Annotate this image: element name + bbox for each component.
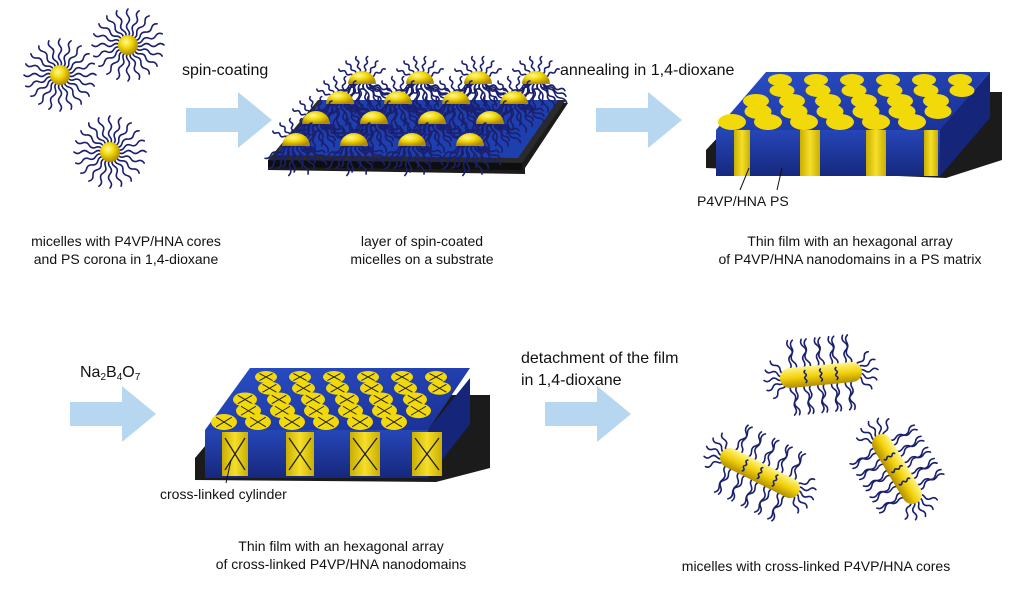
caption-micelles-start: micelles with P4VP/HNA cores and PS coro… [31,233,221,267]
arrow-crosslink [70,386,156,442]
label-annealing: annealing in 1,4-dioxane [560,62,735,79]
crosslinked-micelles [703,334,945,522]
cylindrical-micelle [849,417,945,521]
caption-spin-layer: layer of spin-coated micelles on a subst… [350,233,494,267]
label-cross-linked-cylinder: cross-linked cylinder [160,486,287,502]
cylinder-pointer [225,459,232,484]
caption-crosslinked-film: Thin film with an hexagonal array of cro… [215,538,467,572]
label-reagent: Na2B4O7 [80,364,141,383]
spin-coated-micelles [264,55,568,177]
p4vp-pointer [739,167,750,191]
thin-film-pillars [734,130,938,176]
ps-pointer [776,167,783,191]
cylindrical-micelle [703,424,817,522]
arrow-detachment [545,386,631,442]
thin-film-nanodomains [718,74,975,130]
micelle-bottom [73,115,147,189]
caption-micelles-end: micelles with cross-linked P4VP/HNA core… [681,558,951,574]
arrow-annealing [596,92,682,148]
crosslinked-cylinders [222,432,442,476]
crosslinked-nanodomains [211,371,451,430]
caption-thin-film: Thin film with an hexagonal array of P4V… [718,233,982,267]
micelle-top-right [91,8,165,82]
label-p4vp-hna: P4VP/HNA [697,193,767,209]
cylindrical-micelle [763,334,879,416]
arrow-spin-coating [186,92,272,148]
label-detachment: detachment of the film in 1,4-dioxane [521,350,679,389]
label-spin-coating: spin-coating [182,62,269,79]
micelle-top-left [23,38,97,112]
label-ps: PS [770,193,789,209]
